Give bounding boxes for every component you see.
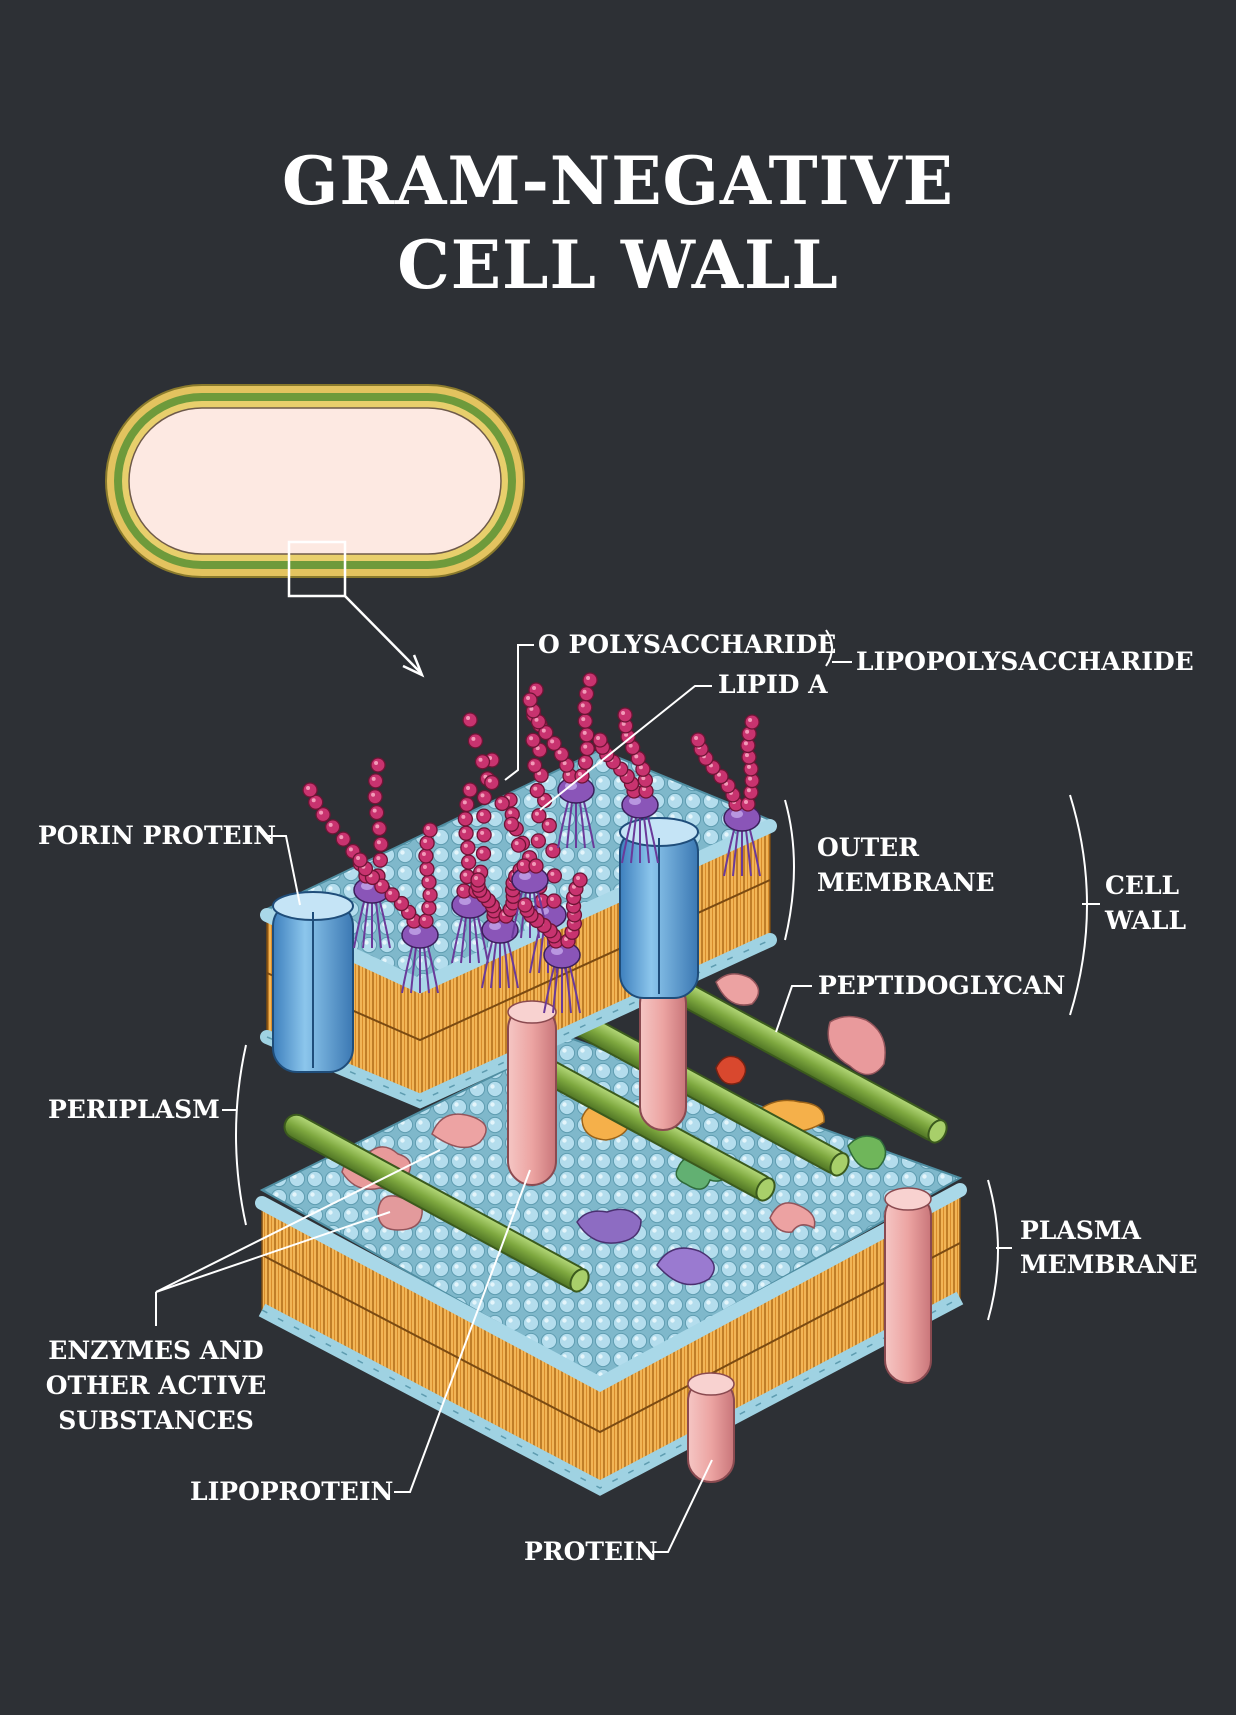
title-line-1: GRAM-NEGATIVE xyxy=(282,142,954,220)
label-plasma-membrane-2: MEMBRANE xyxy=(1020,1250,1198,1279)
label-enzymes-1: ENZYMES AND xyxy=(48,1336,264,1365)
label-periplasm: PERIPLASM xyxy=(48,1095,220,1124)
label-protein: PROTEIN xyxy=(524,1537,658,1566)
label-porin-protein: PORIN PROTEIN xyxy=(38,821,277,850)
label-outer-membrane-2: MEMBRANE xyxy=(817,868,995,897)
title-line-2: CELL WALL xyxy=(397,226,839,304)
label-cell-wall-2: WALL xyxy=(1105,906,1187,935)
label-lipopolysaccharide: LIPOPOLYSACCHARIDE xyxy=(856,647,1194,676)
plasma-membrane-proteins xyxy=(687,1187,932,1483)
label-enzymes-3: SUBSTANCES xyxy=(58,1406,254,1435)
label-enzymes-2: OTHER ACTIVE xyxy=(45,1371,267,1400)
label-lipid-a: LIPID A xyxy=(718,670,828,699)
label-outer-membrane-1: OUTER xyxy=(817,833,920,862)
label-o-polysaccharide: O POLYSACCHARIDE xyxy=(538,630,837,659)
label-lipoprotein: LIPOPROTEIN xyxy=(190,1477,394,1506)
label-plasma-membrane-1: PLASMA xyxy=(1020,1216,1141,1245)
porin-proteins xyxy=(272,817,699,1073)
label-peptidoglycan: PEPTIDOGLYCAN xyxy=(818,971,1066,1000)
bacterium-overview xyxy=(105,384,525,678)
label-cell-wall-1: CELL xyxy=(1105,871,1180,900)
